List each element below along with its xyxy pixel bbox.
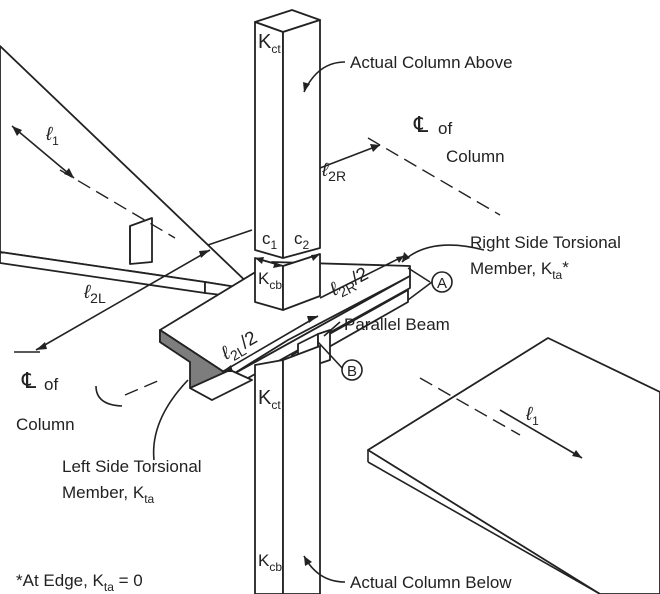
centerline-left-label: ℄ of Column: [16, 368, 75, 434]
svg-text:B: B: [347, 363, 357, 380]
column-above: [254, 9, 321, 259]
kct-top-label: Kct: [258, 31, 281, 56]
svg-text:Column: Column: [446, 147, 505, 166]
svg-text:A: A: [437, 275, 447, 292]
svg-text:℄: ℄: [413, 112, 429, 137]
slab-upper-left: [0, 45, 256, 300]
svg-text:Member, Kta*: Member, Kta*: [470, 258, 569, 282]
c2-label: c2: [294, 229, 310, 252]
left-torsional-member-label: Left Side Torsional Member, Kta: [62, 457, 202, 506]
column-below: [254, 253, 321, 594]
svg-text:of: of: [438, 119, 452, 138]
kcb-top-label: Kcb: [258, 269, 282, 292]
l2l-label: ℓ2L: [83, 282, 106, 306]
svg-text:Member, Kta: Member, Kta: [62, 483, 155, 506]
dimension-lines: [11, 125, 583, 459]
l1-lower-label: ℓ1: [525, 404, 539, 428]
actual-column-below-label: Actual Column Below: [350, 573, 512, 592]
parallel-beam-label: Parallel Beam: [344, 315, 450, 334]
kcb-bottom-label: Kcb: [258, 551, 282, 574]
svg-text:℄: ℄: [21, 368, 37, 393]
actual-column-above-label: Actual Column Above: [350, 53, 513, 72]
c1-label: c1: [262, 229, 278, 252]
edge-note: *At Edge, Kta = 0: [16, 571, 143, 594]
svg-text:Right Side Torsional: Right Side Torsional: [470, 233, 621, 252]
slab-lower-right: [367, 337, 660, 594]
torsional-slab-strip: [159, 261, 411, 401]
leaders: [95, 61, 485, 583]
svg-text:Column: Column: [16, 415, 75, 434]
marker-b: B: [341, 359, 363, 381]
svg-text:of: of: [44, 375, 58, 394]
svg-text:Left Side Torsional: Left Side Torsional: [62, 457, 202, 476]
l2r-label: ℓ2R: [321, 160, 346, 184]
right-torsional-member-label: Right Side Torsional Member, Kta*: [470, 233, 621, 282]
kct-bottom-label: Kct: [258, 387, 281, 412]
marker-a: A: [431, 271, 453, 293]
centerlines: [59, 137, 521, 436]
centerline-right-label: ℄ of Column: [413, 112, 505, 166]
l1-upper-label: ℓ1: [45, 124, 59, 148]
